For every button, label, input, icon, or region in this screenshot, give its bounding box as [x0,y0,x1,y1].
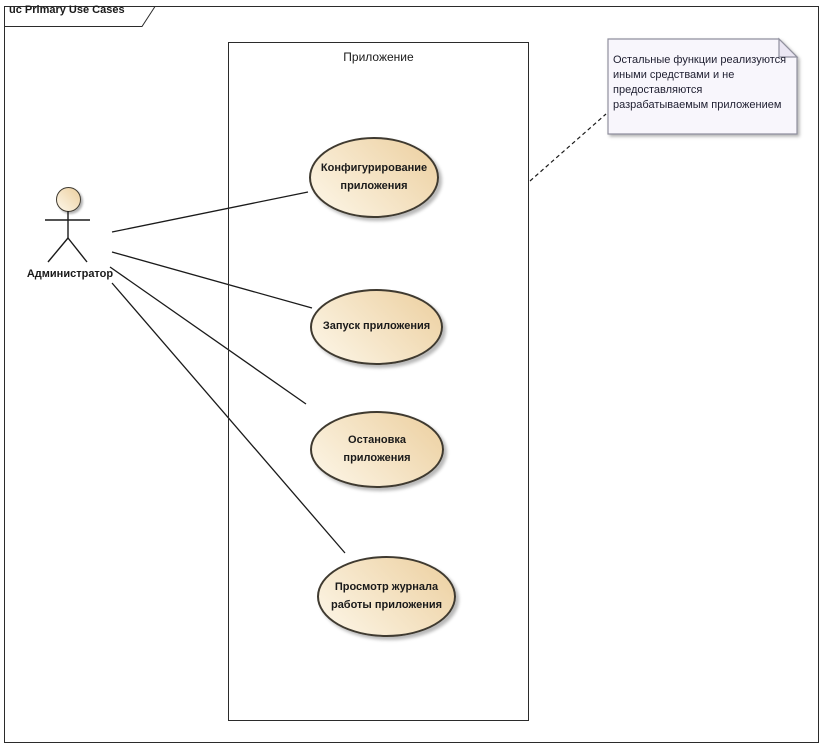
usecase-configure-application: Конфигурирование приложения [309,137,439,218]
usecase-label: Конфигурирование приложения [320,162,428,192]
usecase-label: Запуск приложения [322,320,431,333]
usecase-view-log: Просмотр журнала работы приложения [317,556,456,637]
system-boundary: Приложение [228,42,529,721]
usecase-label: Остановка приложения [343,434,411,464]
note: Остальные функции реализуются иными сред… [605,36,805,140]
frame-title: uc Primary Use Cases [9,4,125,16]
diagram-frame [4,6,819,743]
system-boundary-label: Приложение [343,50,414,64]
actor-right-leg [67,237,88,263]
actor-head [56,187,81,212]
note-body [607,38,798,135]
usecase-launch-application: Запуск приложения [310,289,443,365]
actor-left-leg [47,237,69,263]
usecase-stop-application: Остановка приложения [310,411,444,488]
note-text: Остальные функции реализуются иными сред… [613,54,787,111]
actor-label: Администратор [26,268,114,280]
usecase-label: Просмотр журнала работы приложения [330,581,443,611]
actor-stick-figure [45,211,90,263]
note-shape [607,37,799,135]
note-fold-corner-icon [778,37,799,58]
